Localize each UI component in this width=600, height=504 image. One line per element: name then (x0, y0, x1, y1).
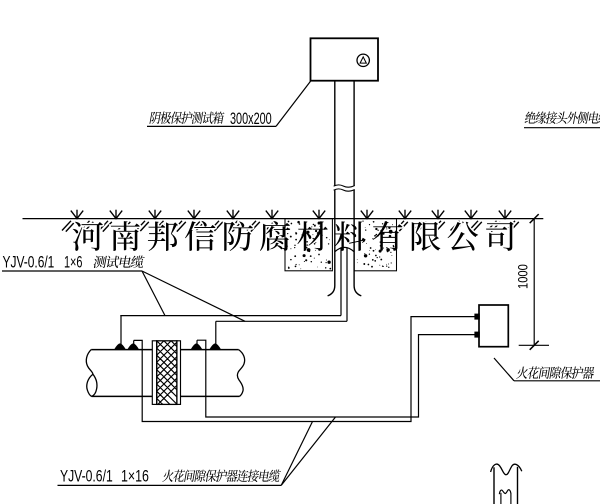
svg-text:1×6: 1×6 (64, 253, 83, 272)
svg-text:1×16: 1×16 (121, 468, 149, 486)
svg-text:YJV-0.6/1: YJV-0.6/1 (3, 254, 55, 273)
svg-text:YJV-0.6/1: YJV-0.6/1 (60, 468, 113, 486)
svg-text:1000: 1000 (515, 264, 530, 289)
svg-text:300x200: 300x200 (230, 110, 272, 129)
